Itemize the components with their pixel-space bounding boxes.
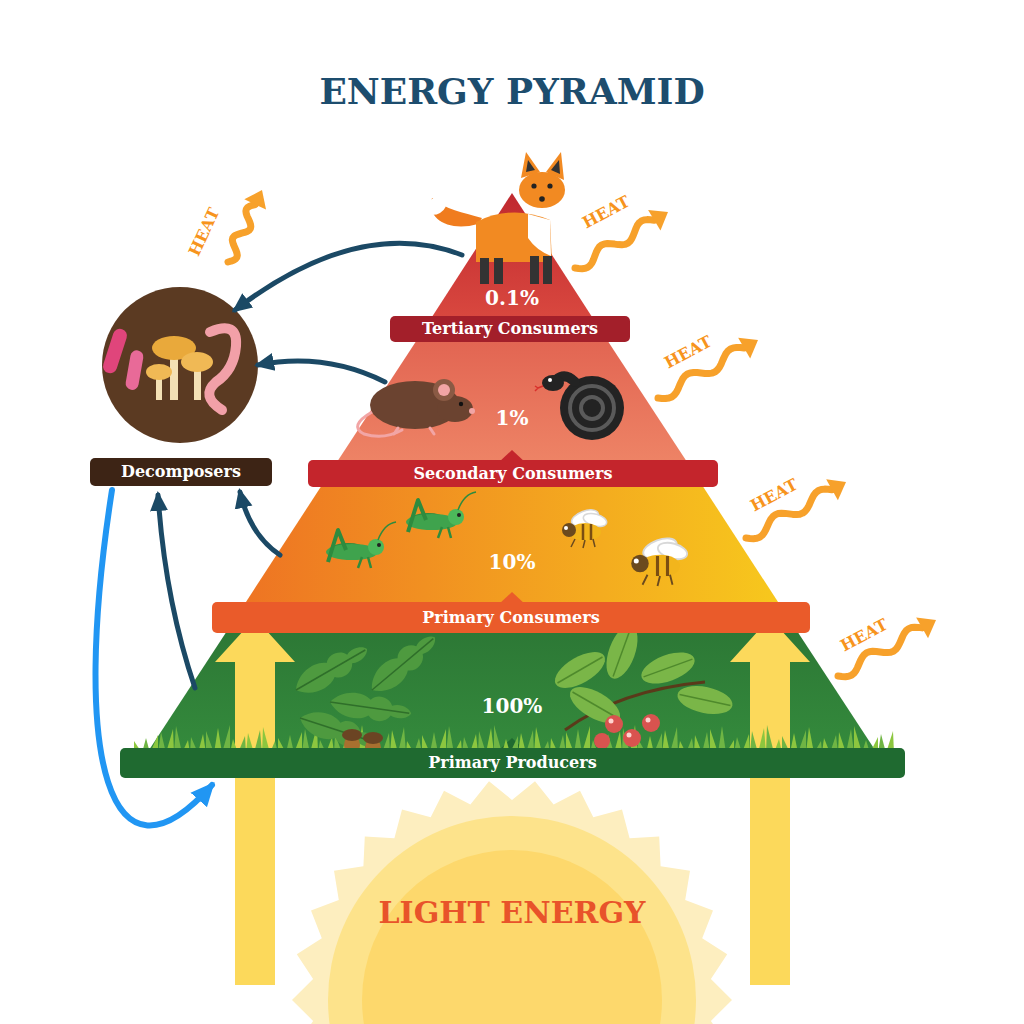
fox-figure — [543, 256, 552, 284]
heat-label: HEAT — [747, 475, 801, 516]
acorn-figure — [342, 729, 362, 741]
flow-arrow — [240, 492, 280, 555]
snake-figure — [542, 375, 564, 391]
mouse-figure — [433, 379, 455, 401]
snake-figure — [581, 397, 603, 419]
level-ribbon: Primary Producers — [120, 748, 905, 778]
energy-percent: 10% — [489, 551, 536, 573]
berry-branch — [609, 719, 614, 724]
decomposer-circle: Decomposers — [95, 285, 265, 487]
flow-arrow — [235, 243, 462, 310]
level-ribbon: Decomposers — [90, 458, 272, 486]
sun-shape: LIGHT ENERGY — [200, 790, 825, 985]
snake-figure — [548, 378, 552, 382]
acorn-figure — [363, 732, 383, 744]
sun-rays — [292, 781, 732, 1024]
sun-shape-outline — [200, 790, 825, 985]
mouse-figure — [469, 408, 475, 414]
fox-figure — [539, 196, 545, 202]
berry-branch — [627, 733, 632, 738]
berry-branch — [605, 715, 623, 733]
heat-wave — [228, 205, 255, 263]
fox-figure — [520, 192, 564, 205]
fox-figure — [526, 160, 560, 174]
energy-percent: 0.1% — [485, 287, 539, 309]
berry-branch — [642, 714, 660, 732]
heat-arrowhead — [826, 479, 846, 500]
primary-consumer-tier-fill — [244, 465, 780, 605]
producer-tier-fill — [149, 605, 875, 750]
fox-figure — [494, 258, 503, 284]
sun-disc — [328, 816, 696, 1024]
snake-figure — [560, 376, 624, 440]
fox-figure — [422, 194, 449, 219]
sun-label: LIGHT ENERGY — [379, 896, 646, 929]
heat-label: HEAT — [661, 332, 715, 373]
fox-figure — [528, 214, 551, 256]
decomposer-organisms — [146, 364, 172, 380]
fox-figure — [531, 183, 536, 188]
decomposer-circle-outline — [95, 285, 265, 487]
energy-percent: 100% — [482, 695, 543, 717]
heat-label: HEAT — [185, 205, 224, 259]
secondary-tier-fill — [335, 320, 689, 465]
heat-arrowhead — [648, 210, 668, 231]
heat-arrowhead — [916, 618, 936, 639]
heat-arrowhead — [244, 190, 266, 210]
heat-arrowhead — [738, 338, 758, 359]
mouse-figure — [438, 384, 450, 396]
fox-figure — [480, 258, 489, 284]
berry-branch — [646, 718, 651, 723]
energy-percent: 1% — [496, 407, 529, 429]
fox-figure — [476, 212, 552, 262]
primary-consumer-tier: 10%Primary Consumers — [222, 463, 800, 633]
decomposer-disc — [102, 287, 258, 443]
berry-branch — [594, 733, 610, 749]
flow-arrow — [258, 361, 385, 382]
heat-label: HEAT — [579, 192, 633, 233]
tertiary-tier-fill — [430, 193, 594, 320]
mouse-figure — [459, 402, 463, 406]
flow-arrow — [158, 495, 195, 688]
sun-core — [362, 850, 662, 1024]
decomposer-organisms — [181, 352, 213, 372]
fox-figure — [547, 183, 552, 188]
level-ribbon: Primary Consumers — [212, 602, 810, 633]
level-ribbon: Secondary Consumers — [308, 460, 718, 487]
diagram-title: ENERGY PYRAMID — [0, 70, 1024, 112]
berry-branch — [623, 729, 641, 747]
fox-figure — [519, 172, 565, 208]
snake-figure — [570, 386, 614, 430]
level-ribbon: Tertiary Consumers — [390, 316, 630, 342]
fox-figure — [530, 256, 539, 284]
